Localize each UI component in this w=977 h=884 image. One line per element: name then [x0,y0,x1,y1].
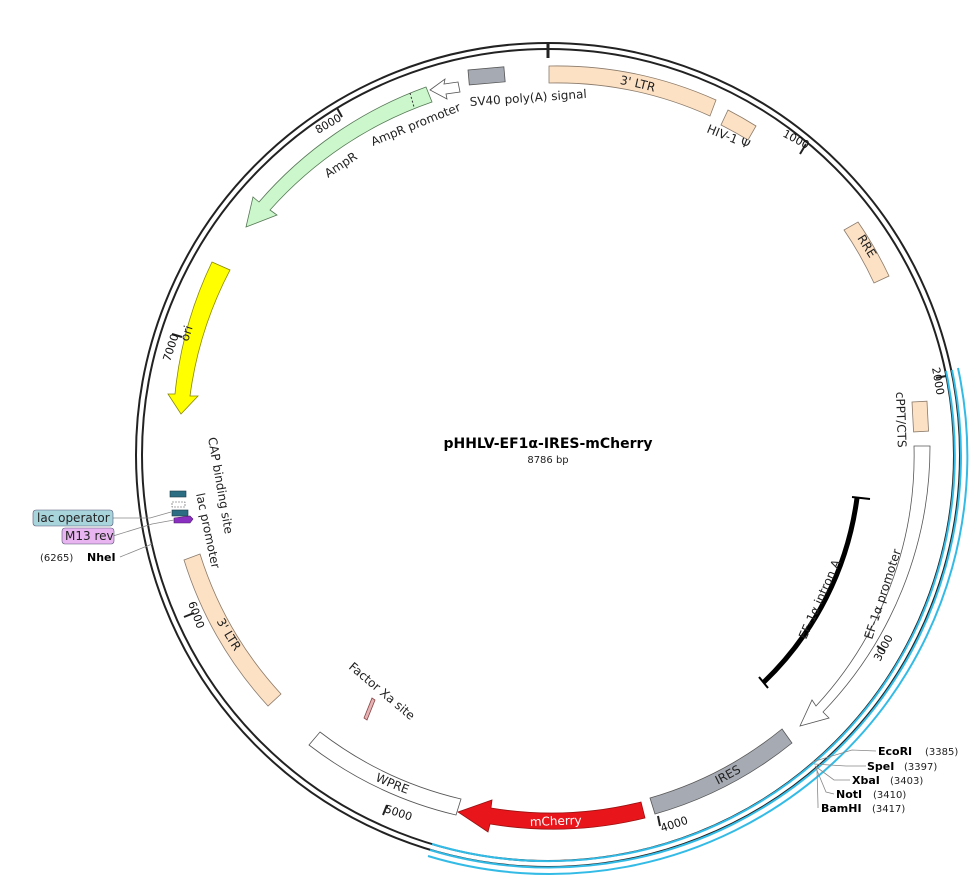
label-mcherry: mCherry [530,813,582,829]
feature-ires[interactable] [649,728,793,815]
left-leaders [112,511,175,558]
ampr-promoter-boundary [409,92,415,108]
site-bamhi[interactable]: BamHI [821,802,862,815]
feature-sv40-polya[interactable] [467,66,506,86]
site-ecori[interactable]: EcoRI [878,745,912,758]
feature-ampr[interactable] [245,86,433,228]
label-factor-xa: Factor Xa site [346,660,418,723]
plasmid-name: pHHLV-EF1α-IRES-mCherry [443,436,652,452]
tick-label-1000: 1000 [781,127,812,152]
site-leaders [811,749,877,808]
label-m13-rev: M13 rev [65,529,114,543]
label-ori: ori [178,324,196,343]
label-sv40-polya: SV40 poly(A) signal [469,87,587,109]
site-bamhi-pos: (3417) [872,804,905,815]
feature-ampr-promoter[interactable] [429,78,461,100]
feature-factor-xa[interactable] [363,697,376,721]
label-lac-operator: lac operator [37,511,110,525]
feature-ef1a-promoter[interactable] [799,445,931,727]
label-cppt-cts: cPPT/CTS [893,392,909,448]
site-ecori-pos: (3385) [925,747,958,758]
tick-label-2000: 2000 [929,366,947,396]
feature-rre[interactable] [843,221,890,284]
highlight-region [427,367,969,875]
nhei-site[interactable]: NheI [87,551,116,564]
nhei-position: (6265) [40,553,73,564]
label-ef1a-intron: EF-1α intron A [796,557,844,641]
site-spei-pos: (3397) [904,762,937,773]
feature-mcherry[interactable] [457,799,646,833]
feature-3ltr-top[interactable] [548,65,717,117]
m13-rev-box [61,527,115,545]
lac-operator-box [32,509,114,527]
feature-3ltr-bottom[interactable] [183,553,282,707]
feature-ori[interactable] [167,261,231,415]
site-noti[interactable]: NotI [836,788,862,801]
feature-wpre[interactable] [308,731,462,816]
site-spei[interactable]: SpeI [867,760,894,773]
site-xbai[interactable]: XbaI [852,774,880,787]
feature-cppt-cts[interactable] [911,400,929,433]
site-xbai-pos: (3403) [890,776,923,787]
plasmid-length: 8786 bp [527,455,568,466]
tick-label-4000: 4000 [659,814,690,835]
tick-label-5000: 5000 [383,802,414,823]
site-noti-pos: (3410) [873,790,906,801]
lac-region [169,490,194,524]
feature-ef1a-intron[interactable] [758,496,871,689]
ticks [171,107,947,827]
feature-hiv-psi[interactable] [720,109,757,141]
